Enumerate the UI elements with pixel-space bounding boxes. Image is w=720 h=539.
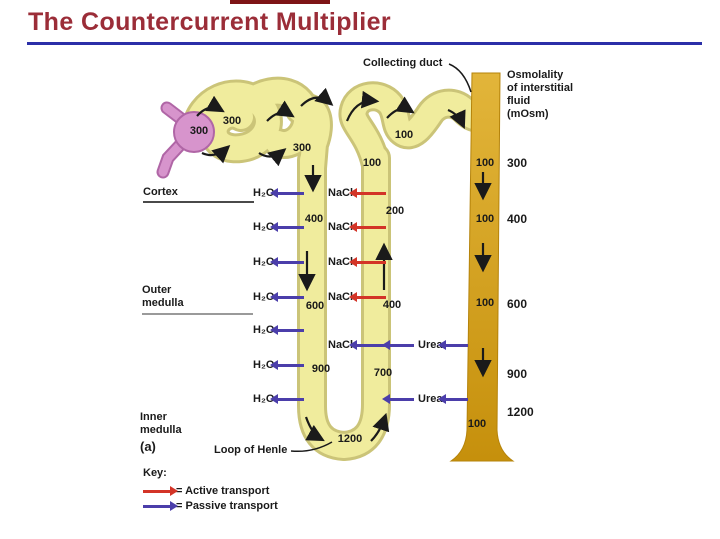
interstitial-scale-value: 900 <box>507 367 528 381</box>
h2o-label: H₂O <box>253 256 275 268</box>
panel-label: (a) <box>140 439 156 454</box>
h2o-label: H₂O <box>253 187 275 199</box>
osmolality-value: 100 <box>475 297 495 309</box>
osmolality-value: 300 <box>189 125 209 137</box>
outer-medulla-line: Outer <box>142 284 172 296</box>
h2o-label: H₂O <box>253 221 275 233</box>
nacl-label: NaCl <box>328 221 354 233</box>
top-accent-bar <box>230 0 330 4</box>
slide-title: The Countercurrent Multiplier <box>28 8 392 36</box>
osmolality-value: 700 <box>373 367 393 379</box>
title-rule <box>27 42 702 45</box>
inner-medulla-label: Inner medulla <box>140 411 182 437</box>
osmolality-value: 1200 <box>337 433 363 445</box>
h2o-transport-row: H₂O <box>253 187 305 199</box>
passive-transport-arrow-icon <box>270 393 305 404</box>
flow-arrow-icons <box>196 87 492 442</box>
urea-transport-row: Urea <box>382 339 469 351</box>
key-active-label: = Active transport <box>176 485 270 497</box>
passive-transport-arrow-icon <box>270 221 305 232</box>
passive-transport-arrow-icon <box>438 339 469 350</box>
collecting-duct-label: Collecting duct <box>363 57 443 69</box>
active-transport-arrow-icon <box>143 485 178 496</box>
nacl-transport-row: NaCl <box>328 339 387 351</box>
passive-transport-arrow-icon <box>438 393 469 404</box>
outer-medulla-label: Outer medulla <box>142 284 184 310</box>
interstitial-scale-value: 600 <box>507 297 528 311</box>
osmolality-value: 300 <box>292 142 312 154</box>
osmolality-value: 400 <box>304 213 324 225</box>
urea-transport-row: Urea <box>382 393 469 405</box>
passive-transport-arrow-icon <box>270 187 305 198</box>
passive-transport-arrow-icon <box>349 339 387 350</box>
leader-lines <box>290 63 472 453</box>
nacl-transport-row: NaCl <box>328 187 387 199</box>
nacl-label: NaCl <box>328 339 354 351</box>
loop-of-henle-label: Loop of Henle <box>214 444 288 456</box>
inner-medulla-line: medulla <box>140 424 182 436</box>
passive-transport-arrow-icon <box>382 339 414 350</box>
h2o-label: H₂O <box>253 324 275 336</box>
key-title: Key: <box>143 467 167 479</box>
osmolality-label-line: of interstitial <box>507 82 574 94</box>
passive-transport-arrow-icon <box>270 359 305 370</box>
h2o-label: H₂O <box>253 291 275 303</box>
nacl-transport-row: NaCl <box>328 291 387 303</box>
active-transport-arrow-icon <box>349 187 387 198</box>
cortex-label: Cortex <box>143 186 178 198</box>
h2o-transport-row: H₂O <box>253 256 305 268</box>
interstitial-scale-value: 400 <box>507 212 528 226</box>
osmolality-value: 900 <box>311 363 331 375</box>
osmolality-label-line: (mOsm) <box>507 108 549 120</box>
osmolality-value: 600 <box>305 300 325 312</box>
h2o-transport-row: H₂O <box>253 359 305 371</box>
inner-medulla-line: Inner <box>140 411 167 423</box>
osmolality-label: Osmolality of interstitial fluid (mOsm) <box>507 69 573 121</box>
nacl-transport-row: NaCl <box>328 256 387 268</box>
h2o-transport-row: H₂O <box>253 324 305 336</box>
nacl-label: NaCl <box>328 256 354 268</box>
active-transport-arrow-icon <box>349 291 387 302</box>
urea-label: Urea <box>418 339 443 351</box>
osmolality-value: 200 <box>385 205 405 217</box>
passive-transport-arrow-icon <box>143 500 178 511</box>
nacl-label: NaCl <box>328 187 354 199</box>
osmolality-value: 100 <box>467 418 487 430</box>
glomerulus <box>156 101 215 179</box>
osmolality-label-line: Osmolality <box>507 69 564 81</box>
outer-medulla-boundary-line <box>142 313 253 315</box>
h2o-label: H₂O <box>253 359 275 371</box>
active-transport-arrow-icon <box>349 221 387 232</box>
passive-transport-arrow-icon <box>382 393 414 404</box>
passive-transport-arrow-icon <box>270 291 305 302</box>
osmolality-value: 100 <box>394 129 414 141</box>
active-transport-arrow-icon <box>349 256 387 267</box>
osmolality-value: 100 <box>475 157 495 169</box>
interstitial-scale-value: 1200 <box>507 405 534 419</box>
h2o-transport-row: H₂O <box>253 393 305 405</box>
cortex-boundary-line <box>143 201 254 203</box>
urea-label: Urea <box>418 393 443 405</box>
nacl-label: NaCl <box>328 291 354 303</box>
interstitial-scale-value: 300 <box>507 156 528 170</box>
osmolality-value: 300 <box>222 115 242 127</box>
osmolality-value: 100 <box>362 157 382 169</box>
h2o-transport-row: H₂O <box>253 291 305 303</box>
passive-transport-arrow-icon <box>270 256 305 267</box>
passive-transport-arrow-icon <box>270 324 305 335</box>
osmolality-label-line: fluid <box>507 95 531 107</box>
key-active-row: = Active transport <box>143 485 269 497</box>
h2o-label: H₂O <box>253 393 275 405</box>
outer-medulla-line: medulla <box>142 297 184 309</box>
nacl-transport-row: NaCl <box>328 221 387 233</box>
h2o-transport-row: H₂O <box>253 221 305 233</box>
key-passive-label: = Passive transport <box>176 500 278 512</box>
osmolality-value: 400 <box>382 299 402 311</box>
osmolality-value: 100 <box>475 213 495 225</box>
key-passive-row: = Passive transport <box>143 500 278 512</box>
